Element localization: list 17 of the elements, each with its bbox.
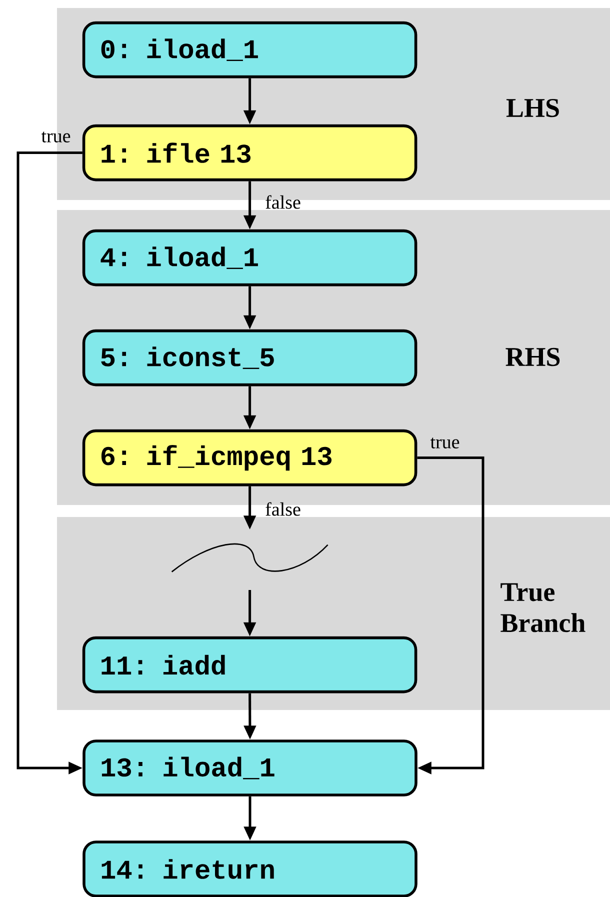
arrow: [417, 456, 484, 774]
edge-label: true: [430, 438, 460, 448]
instruction-box: 1: ifle 13: [82, 124, 418, 182]
instruction-box: 6: if_icmpeq 13: [82, 429, 418, 486]
edge-label: true: [41, 132, 70, 142]
edge-label: false: [266, 195, 300, 209]
band-label: RHS: [506, 348, 560, 366]
instruction-box: 14: ireturn: [82, 840, 418, 897]
instruction-box: 0: iload_1: [82, 21, 418, 78]
band-label: LHS: [506, 98, 559, 118]
squiggle-drawing: [171, 543, 328, 572]
instruction-box: 13: iload_1: [82, 740, 418, 796]
edge-label: false: [266, 502, 300, 516]
instruction-box: 11: iadd: [82, 636, 418, 694]
instruction-box: 5: iconst_5: [82, 329, 418, 386]
band-label: True Branch: [500, 583, 586, 632]
instruction-box: 4: iload_1: [82, 229, 418, 286]
